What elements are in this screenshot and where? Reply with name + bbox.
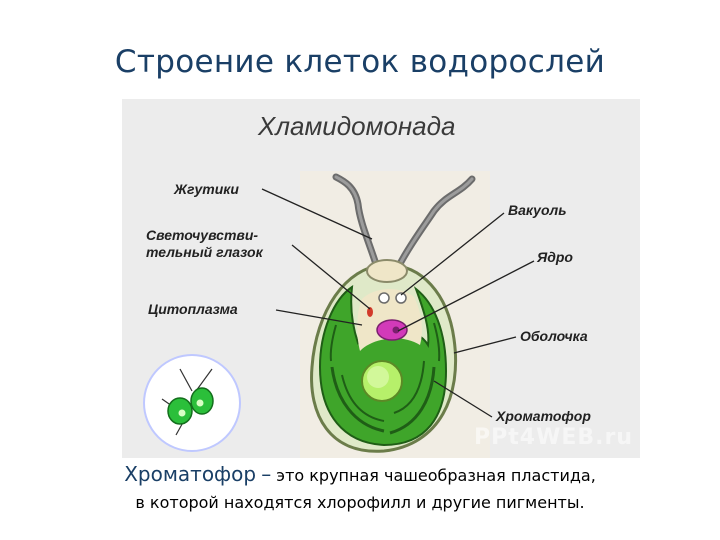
caption-line2: в которой находятся хлорофилл и другие п… bbox=[135, 493, 585, 512]
inset-flagellum bbox=[195, 368, 213, 392]
caption-term: Хроматофор bbox=[124, 462, 257, 486]
inset-pyrenoid bbox=[178, 409, 186, 417]
caption-dash: – bbox=[261, 462, 272, 486]
chromatophore-striation bbox=[389, 366, 436, 435]
inset-pyrenoid bbox=[196, 399, 204, 407]
leader-line-flagella bbox=[261, 188, 373, 240]
leader-line-cytoplasm bbox=[275, 309, 363, 326]
chromatophore-striation bbox=[393, 360, 425, 414]
diagram-graphic bbox=[143, 171, 535, 458]
label-eyespot-line2: тельный глазок bbox=[146, 244, 263, 260]
papilla bbox=[366, 259, 408, 283]
leader-line-chromatophore bbox=[433, 380, 493, 418]
nucleus bbox=[376, 319, 408, 341]
label-cytoplasm: Цитоплазма bbox=[148, 301, 238, 317]
label-membrane: Оболочка bbox=[520, 328, 588, 344]
pyrenoid-highlight bbox=[367, 366, 389, 388]
label-flagella: Жгутики bbox=[174, 181, 239, 197]
chromatophore-striation bbox=[329, 324, 337, 362]
label-chromatophore: Хроматофор bbox=[496, 408, 591, 424]
watermark: PPt4WEB.ru bbox=[474, 425, 634, 450]
figure-title: Хламидомонада bbox=[258, 111, 456, 141]
vacuole bbox=[378, 292, 390, 304]
flagellum-right-inner bbox=[392, 177, 474, 277]
flagellum-left-inner bbox=[334, 175, 382, 279]
caption-line1-rest: это крупная чашеобразная пластида, bbox=[276, 466, 596, 485]
label-nucleus: Ядро bbox=[537, 249, 573, 265]
label-vacuole: Вакуоль bbox=[508, 202, 567, 218]
chromatophore-striation bbox=[341, 374, 385, 422]
chlamydomonas-diagram: Хламидомонада Жгутики Светочувстви- тель… bbox=[122, 99, 640, 458]
caption-line1: Хроматофор – это крупная чашеобразная пл… bbox=[0, 462, 720, 486]
leader-line-membrane bbox=[453, 336, 517, 354]
chromatophore-striation bbox=[433, 322, 441, 362]
leader-line-vacuole bbox=[400, 212, 505, 296]
slide-title: Строение клеток водорослей bbox=[114, 44, 606, 80]
eyespot bbox=[367, 307, 373, 317]
leader-line-nucleus bbox=[397, 260, 535, 332]
leader-line-eyespot bbox=[291, 244, 371, 310]
nucleolus bbox=[392, 326, 400, 334]
chromatophore-striation bbox=[330, 366, 385, 433]
inset-flagellum bbox=[179, 368, 193, 392]
vacuole bbox=[395, 292, 407, 304]
label-eyespot-line1: Светочувстви- bbox=[146, 227, 259, 243]
